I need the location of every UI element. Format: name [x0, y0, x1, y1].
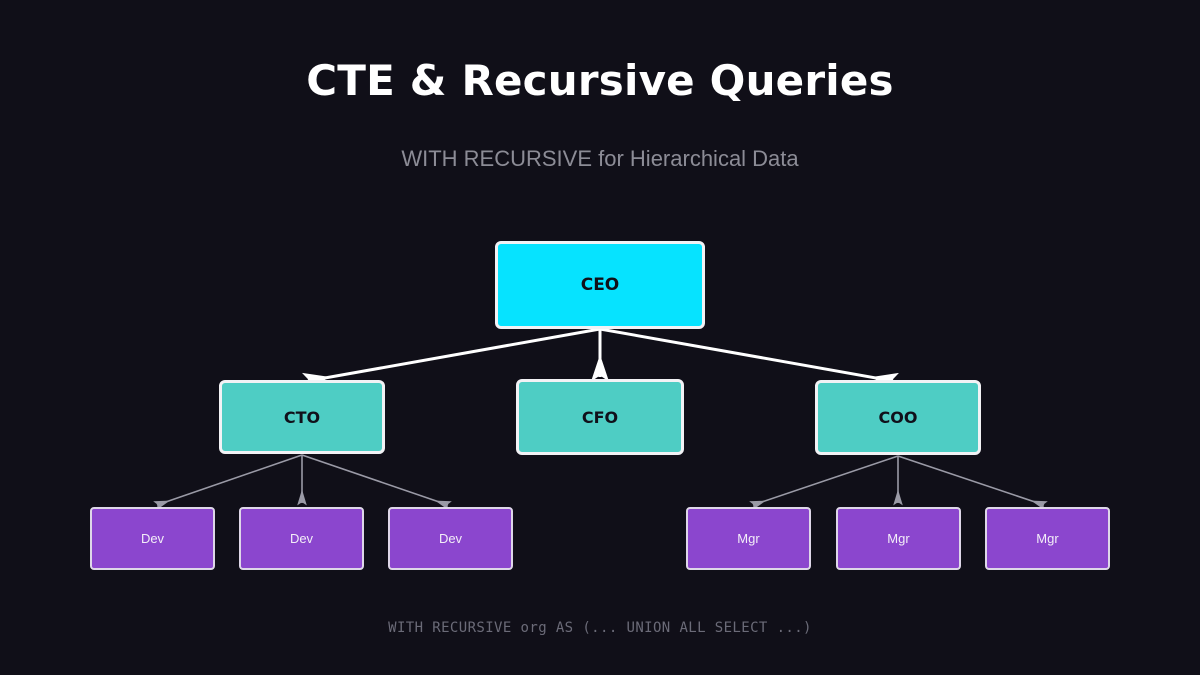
- node-mgr-1-label: Mgr: [737, 531, 760, 546]
- edge-cto-dev-1: [153, 454, 303, 511]
- node-mgr-2[interactable]: Mgr: [836, 507, 961, 570]
- node-mgr-1[interactable]: Mgr: [686, 507, 811, 570]
- node-dev-3[interactable]: Dev: [388, 507, 513, 570]
- edge-ceo-coo: [599, 327, 900, 391]
- node-dev-3-label: Dev: [438, 531, 463, 546]
- edge-group-cto: [153, 454, 452, 511]
- edge-group-coo: [749, 455, 1048, 511]
- node-cto[interactable]: CTO: [219, 380, 385, 454]
- node-cto-label: CTO: [283, 407, 321, 427]
- node-ceo[interactable]: CEO: [495, 241, 705, 329]
- node-dev-2[interactable]: Dev: [239, 507, 364, 570]
- edge-ceo-cto: [301, 327, 601, 391]
- node-coo[interactable]: COO: [815, 380, 981, 455]
- node-dev-1[interactable]: Dev: [90, 507, 215, 570]
- node-mgr-3-label: Mgr: [1036, 531, 1059, 546]
- node-mgr-2-label: Mgr: [887, 531, 910, 546]
- node-coo-label: COO: [878, 408, 918, 427]
- edge-coo-mgr-1: [749, 455, 899, 511]
- node-dev-1-label: Dev: [140, 531, 165, 546]
- footer-sql-snippet: WITH RECURSIVE org AS (... UNION ALL SEL…: [388, 620, 812, 636]
- node-ceo-label: CEO: [580, 275, 620, 295]
- page-subtitle: WITH RECURSIVE for Hierarchical Data: [401, 146, 799, 171]
- node-cfo[interactable]: CFO: [516, 379, 684, 455]
- node-mgr-3[interactable]: Mgr: [985, 507, 1110, 570]
- edge-cto-dev-3: [301, 454, 452, 511]
- edge-group-root: [301, 327, 900, 391]
- node-cfo-label: CFO: [581, 407, 619, 427]
- node-dev-2-label: Dev: [289, 531, 314, 546]
- edge-coo-mgr-3: [897, 455, 1048, 511]
- page-title: CTE & Recursive Queries: [306, 56, 894, 105]
